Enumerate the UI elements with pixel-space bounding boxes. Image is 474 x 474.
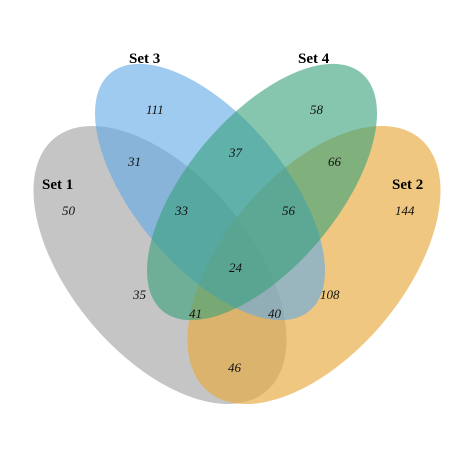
region-only-2: 144 [395,203,415,218]
region-s3-s4: 37 [228,145,243,160]
region-s1-s2: 46 [228,360,242,375]
region-s2-s4: 66 [328,154,342,169]
region-all: 24 [229,260,243,275]
region-s1-s3-s4: 33 [174,203,189,218]
set-2-label: Set 2 [392,177,423,193]
set-3-label: Set 3 [129,51,160,67]
region-s1-s2-s3: 40 [268,306,282,321]
region-s2-s3-s4: 56 [282,203,296,218]
region-only-4: 58 [310,102,324,117]
region-only-3: 111 [146,102,164,117]
region-s2-s3: 108 [320,287,340,302]
region-s1-s3: 31 [127,154,141,169]
region-s1-s4: 35 [132,287,147,302]
set-4-label: Set 4 [298,51,330,67]
region-only-1: 50 [62,203,76,218]
set-1-label: Set 1 [42,177,73,193]
set-4-ellipse [146,63,378,321]
region-s1-s2-s4: 41 [189,306,202,321]
